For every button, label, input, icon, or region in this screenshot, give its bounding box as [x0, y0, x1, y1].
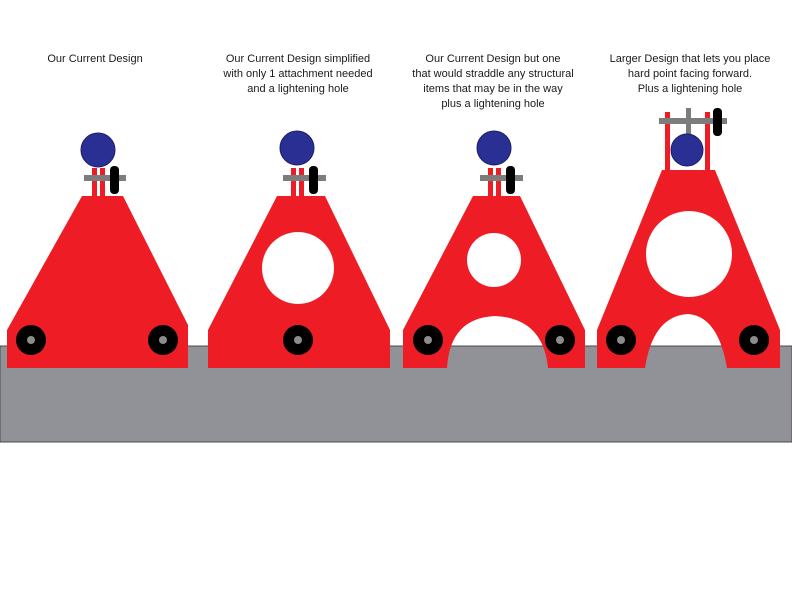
design-3-straddle: [403, 130, 585, 368]
caption-line: Our Current Design: [47, 53, 143, 65]
design-4-lightening-hole: [646, 211, 732, 297]
caption-line: hard point facing forward.: [627, 68, 753, 80]
design-3-caption: Our Current Design but one that would st…: [398, 52, 588, 112]
design-1-mount-post: [100, 168, 105, 196]
design-3-hard-point: [476, 130, 512, 166]
design-1-mount-post: [92, 168, 97, 196]
design-4-frame-post-right: [705, 112, 710, 170]
design-4-caption: Larger Design that lets you place hard p…: [595, 52, 785, 97]
caption-line: Larger Design that lets you place: [609, 53, 771, 65]
design-2-mount-post: [299, 168, 304, 196]
design-2-mount-post: [291, 168, 296, 196]
design-2-simplified: [208, 130, 390, 368]
design-3-bolt-left-center: [424, 336, 432, 344]
caption-line: and a lightening hole: [247, 83, 349, 95]
design-4-bolt-right-center: [750, 336, 758, 344]
design-1-bolt-right-center: [159, 336, 167, 344]
design-4-bolt-left-center: [617, 336, 625, 344]
design-3-nut: [506, 166, 515, 194]
caption-line: Our Current Design but one: [425, 53, 561, 65]
design-2-lightening-hole: [262, 232, 334, 304]
design-4-frame-center-post: [686, 108, 691, 136]
caption-line: Our Current Design simplified: [225, 53, 371, 65]
caption-line: with only 1 attachment needed: [223, 68, 373, 80]
caption-line: that would straddle any structural: [412, 68, 574, 80]
design-1-bolt-left-center: [27, 336, 35, 344]
design-1-pin-bar: [84, 175, 126, 181]
caption-line: plus a lightening hole: [441, 98, 545, 110]
design-2-nut: [309, 166, 318, 194]
design-4-nut: [713, 108, 722, 136]
design-1-hard-point: [80, 132, 116, 168]
design-1-bracket-body: [7, 196, 188, 368]
design-1-current: [7, 132, 188, 368]
design-4-hard-point: [670, 133, 704, 167]
design-2-bolt-center-center: [294, 336, 302, 344]
caption-line: items that may be in the way: [423, 83, 563, 95]
design-3-mount-post: [488, 168, 493, 196]
design-2-pin-bar: [283, 175, 326, 181]
design-2-caption: Our Current Design simplified with only …: [203, 52, 393, 97]
caption-line: Plus a lightening hole: [637, 83, 743, 95]
design-2-hard-point: [279, 130, 315, 166]
design-4-larger: [597, 108, 780, 368]
design-3-pin-bar: [480, 175, 523, 181]
design-3-bolt-right-center: [556, 336, 564, 344]
design-1-nut: [110, 166, 119, 194]
design-4-pin-bar: [659, 118, 727, 124]
design-3-lightening-hole: [467, 233, 521, 287]
design-3-mount-post: [496, 168, 501, 196]
design-1-caption: Our Current Design: [0, 52, 190, 67]
design-4-frame-post-left: [665, 112, 670, 170]
